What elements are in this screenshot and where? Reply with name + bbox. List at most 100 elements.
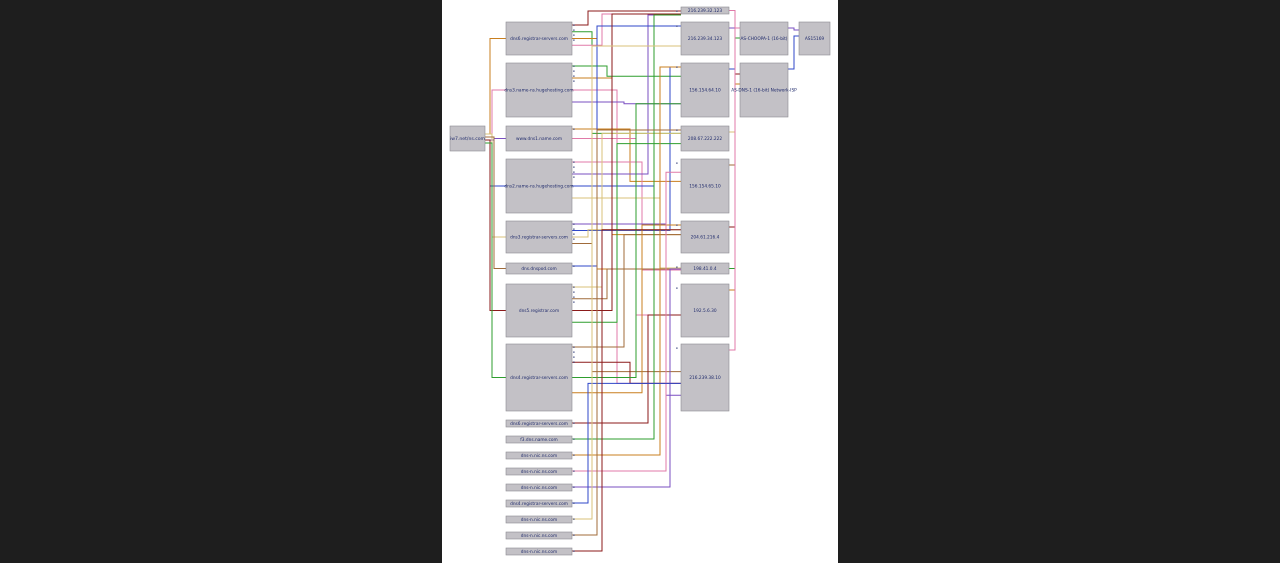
ip-node-7: 192.5.6.30 bbox=[680, 283, 730, 338]
port-mark: ▪ bbox=[573, 237, 575, 241]
domain-node-15-label: dns-n.nic.ns.com bbox=[521, 533, 557, 539]
ports: ▪▪▪▪▪▪▪▪▪▪▪▪▪▪▪▪▪▪▪▪▪▪▪▪▪▪▪▪▪▪▪▪▪▪▪▪▪▪▪▪… bbox=[573, 9, 678, 553]
port-mark: ▪ bbox=[573, 33, 575, 37]
ip-node-8-label: 216.239.38.10 bbox=[689, 375, 721, 381]
port-mark: ▪ bbox=[676, 128, 678, 132]
edge-18 bbox=[572, 161, 681, 271]
port-mark: ▪ bbox=[573, 28, 575, 32]
port-mark: ▪ bbox=[573, 469, 575, 473]
domain-node-15: dns-n.nic.ns.com bbox=[505, 531, 573, 540]
port-mark: ▪ bbox=[573, 437, 575, 441]
domain-node-2-box bbox=[505, 125, 573, 152]
domain-node-5: dns.dnspod.com bbox=[505, 262, 573, 275]
network-node-0-box bbox=[739, 21, 789, 56]
edge-33 bbox=[572, 103, 681, 378]
port-mark: ▪ bbox=[573, 485, 575, 489]
domain-node-16-label: dns-n.nic.ns.com bbox=[521, 549, 557, 555]
domain-node-7-box bbox=[505, 343, 573, 412]
domain-node-9-label: f3.dns.name.com bbox=[520, 437, 557, 443]
port-mark: ▪ bbox=[676, 346, 678, 350]
source-node: iw7.net/ns.com bbox=[449, 125, 486, 152]
domain-node-13-box bbox=[505, 499, 573, 508]
ip-node-6-box bbox=[680, 262, 730, 275]
edge-37 bbox=[572, 66, 681, 456]
domain-node-4: dns3.registrar-servers.com bbox=[505, 220, 573, 254]
domain-node-15-box bbox=[505, 531, 573, 540]
edge-34 bbox=[572, 224, 681, 394]
domain-node-10: dns-n.nic.ns.com bbox=[505, 451, 573, 460]
asn-node-label: AS15169 bbox=[805, 36, 825, 42]
domain-node-2: www.dns1.name.com bbox=[505, 125, 573, 152]
edge-44 bbox=[729, 10, 740, 29]
ip-node-8-box bbox=[680, 343, 730, 412]
port-mark: ▪ bbox=[573, 350, 575, 354]
network-node-0-label: AS-CHOOPA-1 (16-bit) bbox=[740, 36, 787, 42]
edge-3 bbox=[485, 142, 506, 187]
edge-39 bbox=[572, 268, 681, 488]
edge-35 bbox=[572, 314, 681, 424]
domain-node-3-label: dns2.name-ns.hugehosting.com bbox=[504, 184, 573, 190]
edge-12 bbox=[572, 65, 681, 77]
ip-node-0-box bbox=[680, 6, 730, 15]
domain-node-10-box bbox=[505, 451, 573, 460]
domain-node-0-label: dns6.registrar-servers.com bbox=[510, 36, 568, 42]
domain-node-7: dns4.registrar-servers.com bbox=[505, 343, 573, 412]
edge-16 bbox=[572, 128, 681, 182]
edge-13 bbox=[572, 77, 681, 236]
domain-node-8-label: dns6.registrar-servers.com bbox=[510, 421, 568, 427]
edge-23 bbox=[572, 66, 681, 231]
ip-node-1-box bbox=[680, 21, 730, 56]
edge-5 bbox=[485, 136, 506, 269]
port-mark: ▪ bbox=[676, 65, 678, 69]
ip-node-3-box bbox=[680, 125, 730, 152]
domain-node-11-box bbox=[505, 467, 573, 476]
port-mark: ▪ bbox=[573, 127, 575, 131]
port-mark: ▪ bbox=[573, 222, 575, 226]
port-mark: ▪ bbox=[573, 79, 575, 83]
domain-node-6: dns5.registrar.com bbox=[505, 283, 573, 338]
domain-node-8: dns6.registrar-servers.com bbox=[505, 419, 573, 428]
port-mark: ▪ bbox=[573, 23, 575, 27]
ip-node-2-box bbox=[680, 62, 730, 118]
domain-node-1-box bbox=[505, 62, 573, 118]
edges bbox=[485, 10, 799, 552]
ip-node-2-label: 156.154.64.10 bbox=[689, 88, 721, 94]
source-node-label: iw7.net/ns.com bbox=[450, 136, 486, 142]
ip-node-5: 204.61.216.4 bbox=[680, 220, 730, 254]
domain-node-1-label: dns3.name-ns.hugehosting.com bbox=[504, 88, 573, 94]
domain-node-2-label: www.dns1.name.com bbox=[516, 136, 562, 142]
port-mark: ▪ bbox=[573, 232, 575, 236]
domain-node-6-box bbox=[505, 283, 573, 338]
port-mark: ▪ bbox=[573, 170, 575, 174]
port-mark: ▪ bbox=[573, 160, 575, 164]
ip-node-8: 216.239.38.10 bbox=[680, 343, 730, 412]
domain-node-3-box bbox=[505, 158, 573, 214]
edge-43 bbox=[572, 229, 681, 552]
port-mark: ▪ bbox=[573, 453, 575, 457]
port-mark: ▪ bbox=[573, 227, 575, 231]
port-mark: ▪ bbox=[573, 501, 575, 505]
ip-node-1: 216.239.34.123 bbox=[680, 21, 730, 56]
domain-node-9: f3.dns.name.com bbox=[505, 435, 573, 444]
domain-node-11: dns-n.nic.ns.com bbox=[505, 467, 573, 476]
edge-27 bbox=[572, 132, 681, 288]
port-mark: ▪ bbox=[676, 286, 678, 290]
port-mark: ▪ bbox=[573, 549, 575, 553]
network-node-1: AS-DNS-1 (16-bit) Network-ISP bbox=[731, 62, 797, 118]
port-mark: ▪ bbox=[573, 421, 575, 425]
domain-node-14-label: dns-n.nic.ns.com bbox=[521, 517, 557, 523]
asn-node: AS15169 bbox=[798, 21, 831, 56]
port-mark: ▪ bbox=[573, 290, 575, 294]
port-mark: ▪ bbox=[573, 165, 575, 169]
edge-30 bbox=[572, 143, 681, 323]
domain-node-5-box bbox=[505, 262, 573, 275]
edge-7 bbox=[485, 142, 506, 378]
port-mark: ▪ bbox=[573, 360, 575, 364]
port-mark: ▪ bbox=[573, 74, 575, 78]
network-node-1-box bbox=[739, 62, 789, 118]
dns-graph: iw7.net/ns.com dns6.registrar-servers.com… bbox=[449, 6, 831, 556]
port-mark: ▪ bbox=[676, 265, 678, 269]
ip-node-1-label: 216.239.34.123 bbox=[688, 36, 722, 42]
edge-40 bbox=[572, 382, 681, 504]
